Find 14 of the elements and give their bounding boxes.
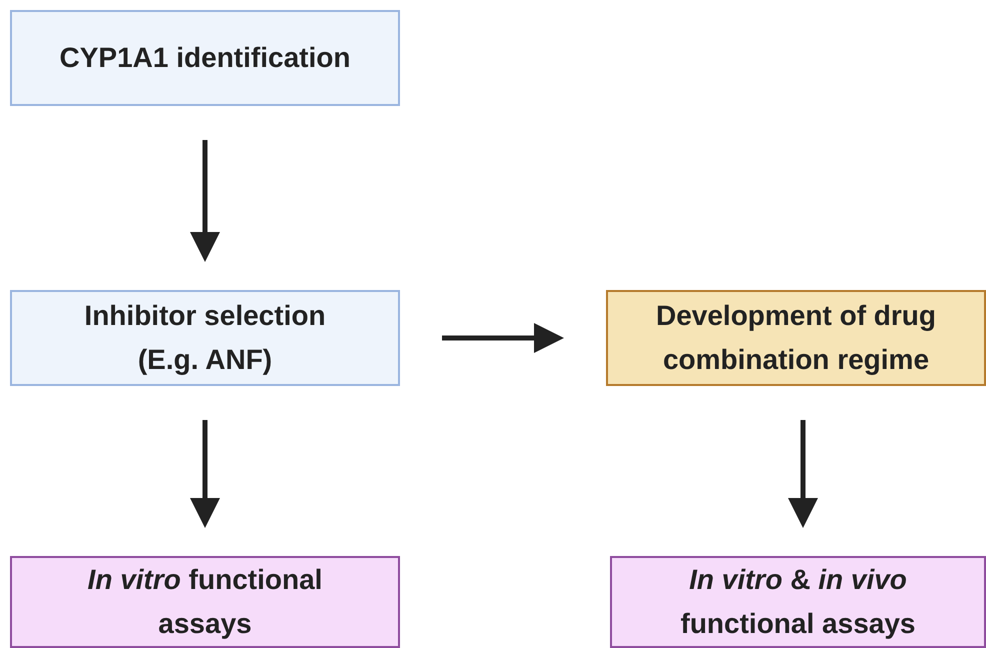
box-label: In vitro functional assays [86,563,324,641]
process-box [10,290,400,386]
box-label: CYP1A1 identification [60,41,350,75]
box-label: In vitro & in vivo functional assays [680,563,916,641]
box-label: Inhibitor selection (E.g. ANF) [83,299,327,377]
arrow [788,420,818,528]
arrow [190,140,220,262]
arrow [442,323,564,353]
process-box [610,556,986,648]
process-box [606,290,986,386]
process-box [10,10,400,106]
arrow [190,420,220,528]
box-label: Development of drug combination regime [654,299,937,377]
process-box [10,556,400,648]
